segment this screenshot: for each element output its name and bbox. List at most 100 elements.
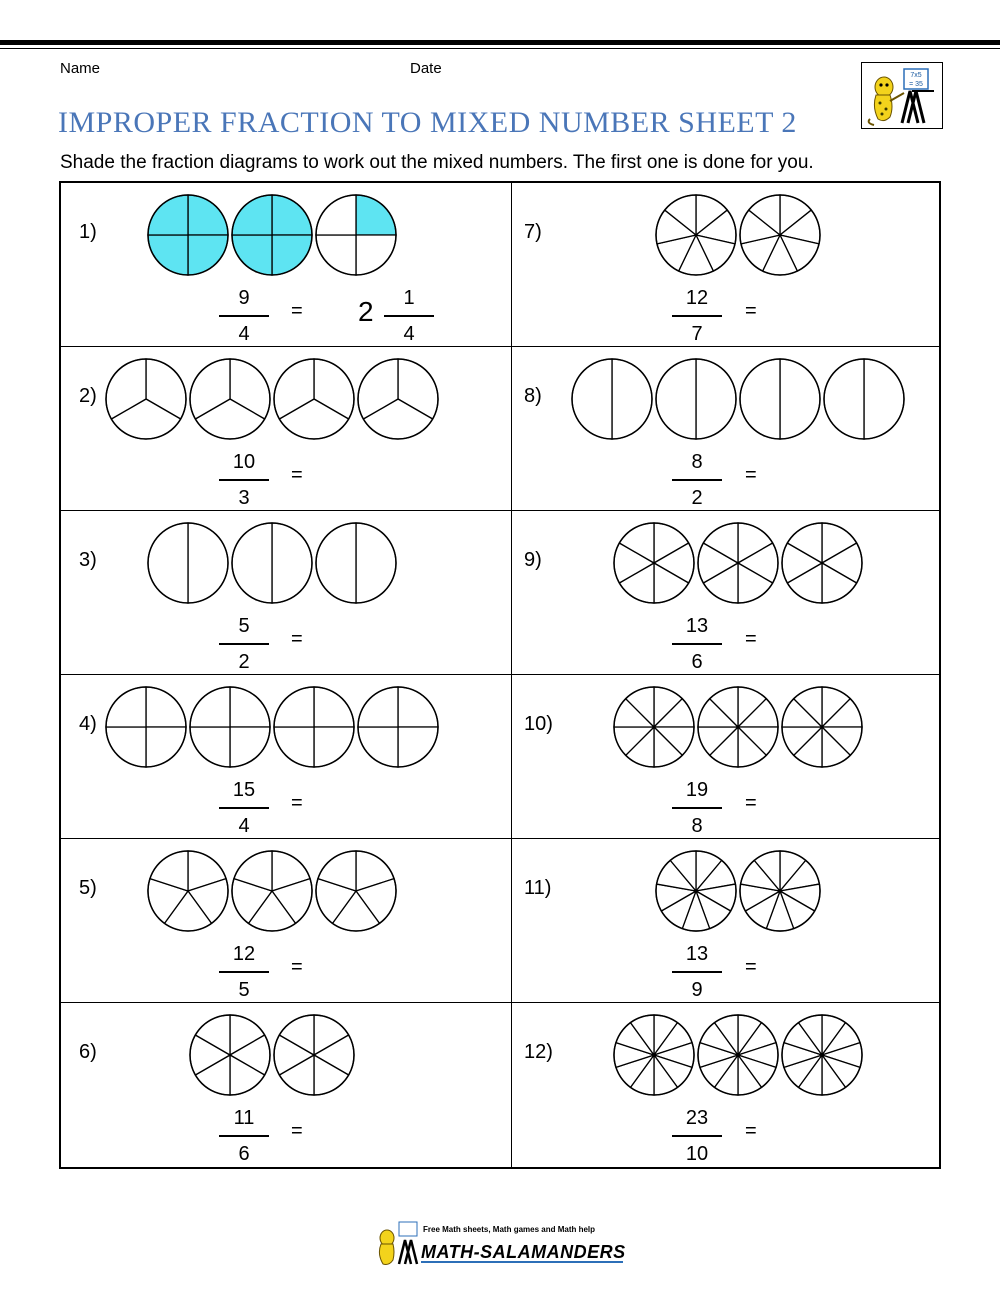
fraction-diagram[interactable]	[570, 357, 906, 441]
fraction-circle[interactable]	[231, 522, 313, 604]
fraction-segment[interactable]	[187, 522, 229, 604]
answer-space[interactable]	[331, 947, 471, 997]
fraction-circle[interactable]	[315, 522, 397, 604]
circle-outline	[315, 850, 397, 932]
circle-outline	[613, 686, 695, 768]
footer-tagline: Free Math sheets, Math games and Math he…	[423, 1225, 595, 1234]
fraction-diagram[interactable]	[612, 521, 864, 605]
fraction-segment[interactable]	[147, 522, 189, 604]
fraction-circle[interactable]	[739, 850, 821, 932]
circle-outline	[823, 358, 905, 440]
fraction-segment[interactable]	[823, 358, 865, 440]
fraction-segment[interactable]	[571, 358, 613, 440]
fraction-circle[interactable]	[189, 686, 271, 768]
fraction-denominator: 5	[238, 979, 250, 1001]
fraction-segment[interactable]	[355, 522, 397, 604]
fraction-diagram[interactable]	[612, 1013, 864, 1097]
fraction-circle[interactable]	[273, 1014, 355, 1096]
fraction-circle[interactable]	[655, 358, 737, 440]
salamander-logo-icon: 7x5 = 35	[867, 68, 934, 126]
fraction-circle[interactable]	[613, 1014, 695, 1096]
answer-space[interactable]	[787, 947, 927, 997]
fraction-circle[interactable]	[105, 686, 187, 768]
fraction-circle[interactable]	[231, 850, 313, 932]
answer-space[interactable]	[787, 783, 927, 833]
fraction-circle[interactable]	[231, 194, 313, 276]
fraction-diagram[interactable]	[104, 357, 440, 441]
fraction-diagram[interactable]	[146, 849, 398, 933]
fraction-segment[interactable]	[315, 522, 357, 604]
fraction-diagram[interactable]	[612, 685, 864, 769]
fraction-circle[interactable]	[781, 1014, 863, 1096]
answer-space[interactable]	[787, 455, 927, 505]
answer-space[interactable]	[787, 619, 927, 669]
fraction-segment[interactable]	[231, 522, 273, 604]
answer-space[interactable]	[331, 619, 471, 669]
top-rule-thin	[0, 48, 1000, 49]
fraction-segment[interactable]	[695, 358, 737, 440]
fraction-circle[interactable]	[697, 686, 779, 768]
fraction-numerator: 10	[232, 451, 256, 473]
fraction-diagram[interactable]	[146, 193, 398, 277]
fraction-circle[interactable]	[823, 358, 905, 440]
fraction-circle[interactable]	[189, 1014, 271, 1096]
fraction-segment[interactable]	[739, 358, 781, 440]
fraction-circle[interactable]	[613, 522, 695, 604]
fraction-circle[interactable]	[781, 522, 863, 604]
circle-outline	[105, 686, 187, 768]
equals-sign: =	[291, 1120, 303, 1142]
fraction-circle[interactable]	[697, 522, 779, 604]
fraction-segment[interactable]	[863, 358, 905, 440]
fraction-diagram[interactable]	[146, 521, 398, 605]
fraction-circle[interactable]	[147, 522, 229, 604]
fraction-circle[interactable]	[315, 194, 397, 276]
problem-number: 7)	[524, 221, 542, 243]
fraction-segment[interactable]	[655, 358, 697, 440]
fraction-circle[interactable]	[147, 194, 229, 276]
answer-space[interactable]	[331, 455, 471, 505]
equals-sign: =	[291, 956, 303, 978]
fraction-segment[interactable]	[779, 358, 821, 440]
fraction-circle[interactable]	[697, 1014, 779, 1096]
fraction-diagram[interactable]	[188, 1013, 356, 1097]
fraction-circle[interactable]	[105, 358, 187, 440]
fraction-diagram[interactable]	[654, 849, 822, 933]
circle-outline	[697, 522, 779, 604]
fraction-diagram[interactable]	[654, 193, 822, 277]
fraction-circle[interactable]	[273, 358, 355, 440]
problem-number: 2)	[79, 385, 97, 407]
footer-site: MATH-SALAMANDERS.COM	[421, 1242, 625, 1262]
instructions: Shade the fraction diagrams to work out …	[60, 152, 814, 173]
fraction-circle[interactable]	[357, 358, 439, 440]
answer-space[interactable]	[787, 291, 927, 341]
fraction-circle[interactable]	[781, 686, 863, 768]
fraction-diagram[interactable]	[104, 685, 440, 769]
fraction-circle[interactable]	[655, 194, 737, 276]
fraction-circle[interactable]	[739, 194, 821, 276]
fraction-circle[interactable]	[655, 850, 737, 932]
circle-outline	[231, 850, 313, 932]
fraction-bar	[672, 479, 722, 481]
fraction-circle[interactable]	[739, 358, 821, 440]
answer-space[interactable]	[331, 783, 471, 833]
fraction-circle[interactable]	[315, 850, 397, 932]
problem-number: 3)	[79, 549, 97, 571]
fraction-segment[interactable]	[611, 358, 653, 440]
problem-number: 11)	[524, 877, 552, 899]
fraction-circle[interactable]	[357, 686, 439, 768]
fraction-circle[interactable]	[613, 686, 695, 768]
circle-outline	[273, 686, 355, 768]
answer-space[interactable]	[331, 1111, 471, 1161]
fraction-segment[interactable]	[271, 522, 313, 604]
answer-space[interactable]	[787, 1111, 927, 1161]
fraction-bar	[384, 315, 434, 317]
fraction-circle[interactable]	[273, 686, 355, 768]
fraction-circle[interactable]	[189, 358, 271, 440]
fraction-circle[interactable]	[147, 850, 229, 932]
fraction-circle[interactable]	[571, 358, 653, 440]
fraction-denominator: 7	[691, 323, 703, 345]
